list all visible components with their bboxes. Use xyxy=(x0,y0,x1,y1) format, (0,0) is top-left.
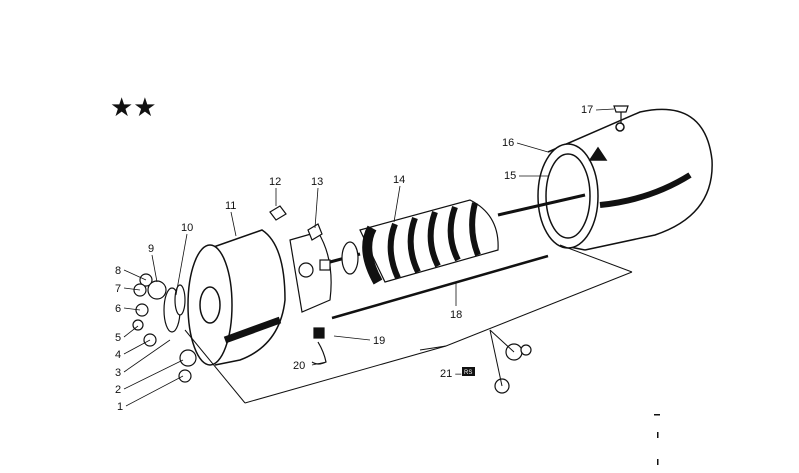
callout-17: 17 xyxy=(581,104,593,116)
commutator-end-housing xyxy=(187,229,286,366)
leader-lines xyxy=(123,108,615,407)
callout-18: 18 xyxy=(450,309,462,321)
armature xyxy=(329,193,586,285)
callout-4: 4 xyxy=(115,349,121,361)
stars-marker: ★★ xyxy=(110,93,157,123)
kit-badge: RS xyxy=(462,367,475,376)
callout-11: 11 xyxy=(225,200,236,212)
corner-marks xyxy=(654,414,660,465)
callout-15: 15 xyxy=(504,170,516,182)
callout-14: 14 xyxy=(393,174,405,186)
callout-2: 2 xyxy=(115,384,121,396)
callout-19: 19 xyxy=(373,335,385,347)
callout-labels: 1 2 3 4 5 6 7 8 9 10 11 12 13 14 15 16 1… xyxy=(115,104,593,413)
callout-12: 12 xyxy=(269,176,281,188)
callout-20: 20 xyxy=(293,360,305,372)
callout-7: 7 xyxy=(115,283,121,295)
screw-17 xyxy=(613,105,629,124)
callout-1: 1 xyxy=(117,401,123,413)
callout-9: 9 xyxy=(148,243,154,255)
kit-badge-text: RS xyxy=(464,370,472,376)
callout-16: 16 xyxy=(502,137,514,149)
through-bolt-18 xyxy=(331,254,549,320)
callout-5: 5 xyxy=(115,332,121,344)
callout-3: 3 xyxy=(115,367,121,379)
callout-13: 13 xyxy=(311,176,323,188)
callout-6: 6 xyxy=(115,303,121,315)
field-housing xyxy=(537,108,713,251)
callout-10: 10 xyxy=(181,222,193,234)
brush-plate xyxy=(289,231,332,313)
callout-8: 8 xyxy=(115,265,121,277)
callout-21: 21 – xyxy=(440,368,462,380)
end-cap-parts xyxy=(132,273,197,383)
assembly-bracket-lines xyxy=(184,244,633,404)
